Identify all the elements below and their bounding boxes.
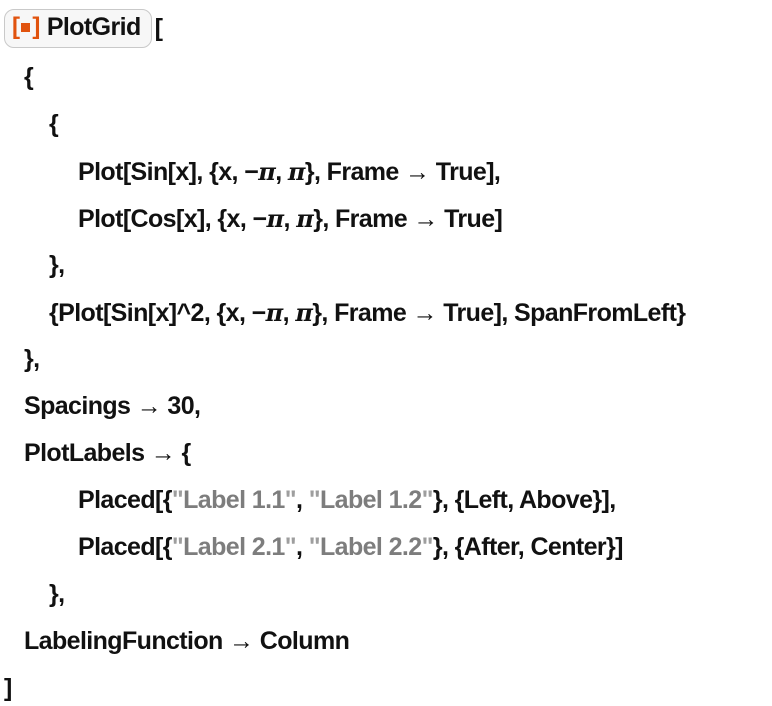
code-token: { (49, 110, 59, 138)
rf-icon-square (21, 22, 31, 32)
code-line: Plot[Cos[x], {x, −π, π}, Frame → True] (4, 195, 772, 242)
open-bracket: [ (154, 14, 163, 42)
string-quote: " (421, 533, 434, 561)
string-quote: " (308, 486, 321, 514)
string-quote: " (308, 533, 321, 561)
string-quote: " (421, 486, 434, 514)
code-line: }, (4, 242, 772, 289)
code-line: Placed[{"Label 2.1", "Label 2.2"}, {Afte… (4, 524, 772, 571)
pi-symbol: π (295, 298, 313, 327)
rf-icon-bracket-left: [ (12, 13, 20, 40)
code-token: , (296, 486, 309, 514)
code-token: , (283, 205, 297, 233)
pi-symbol: π (266, 204, 285, 233)
code-line: { (4, 54, 772, 101)
resource-function-badge[interactable]: [] PlotGrid (4, 8, 152, 48)
string-quote: " (171, 533, 184, 561)
code-line: LabelingFunction → Column (4, 618, 772, 665)
code-line: Placed[{"Label 1.1", "Label 1.2"}, {Left… (4, 477, 772, 524)
code-line: }, (4, 336, 772, 383)
pi-symbol: π (258, 157, 276, 186)
string-literal: Label 2.1 (183, 533, 285, 561)
code-token: Placed[{ (78, 486, 172, 514)
rf-icon-bracket-right: ] (32, 13, 40, 40)
resource-function-icon: [] (12, 15, 40, 39)
code-token: Plot[Sin[x], {x, − (78, 158, 259, 186)
code-token: }, Frame → True], SpanFromLeft} (312, 299, 686, 327)
code-token: }, {After, Center}] (432, 533, 624, 561)
code-line: { (4, 101, 772, 148)
code-token: { (24, 63, 34, 91)
resource-function-name: PlotGrid (46, 13, 141, 41)
code-line-header: [] PlotGrid [ (4, 2, 772, 54)
string-quote: " (171, 486, 184, 514)
code-token: {Plot[Sin[x]^2, {x, − (49, 299, 266, 327)
pi-symbol: π (265, 298, 284, 327)
string-literal: Label 1.1 (183, 486, 285, 514)
pi-symbol: π (287, 157, 306, 186)
code-token: ] (4, 674, 12, 702)
code-token: Spacings → 30, (24, 392, 201, 420)
string-literal: Label 2.2 (319, 533, 422, 561)
code-token: }, Frame → True], (304, 158, 501, 186)
code-token: , (296, 533, 309, 561)
code-token: , (282, 299, 296, 327)
code-token: Plot[Cos[x], {x, − (78, 205, 267, 233)
code-line: PlotLabels → { (4, 430, 772, 477)
code-token: PlotLabels → { (24, 439, 191, 467)
string-quote: " (284, 533, 297, 561)
code-token: }, (49, 251, 65, 279)
code-line: }, (4, 571, 772, 618)
code-token: }, {Left, Above}], (432, 486, 616, 514)
code-line: Spacings → 30, (4, 383, 772, 430)
code-line: ] (4, 665, 772, 706)
code-line: Plot[Sin[x], {x, −π, π}, Frame → True], (4, 148, 772, 195)
code-token: }, (49, 580, 65, 608)
string-literal: Label 1.2 (319, 486, 422, 514)
code-token: }, (24, 345, 40, 373)
code-token: Placed[{ (78, 533, 172, 561)
string-quote: " (284, 486, 297, 514)
code-token: LabelingFunction → Column (24, 627, 350, 655)
code-line: {Plot[Sin[x]^2, {x, −π, π}, Frame → True… (4, 289, 772, 336)
code-token: , (275, 158, 288, 186)
pi-symbol: π (296, 204, 314, 233)
code-token: }, Frame → True] (313, 205, 503, 233)
